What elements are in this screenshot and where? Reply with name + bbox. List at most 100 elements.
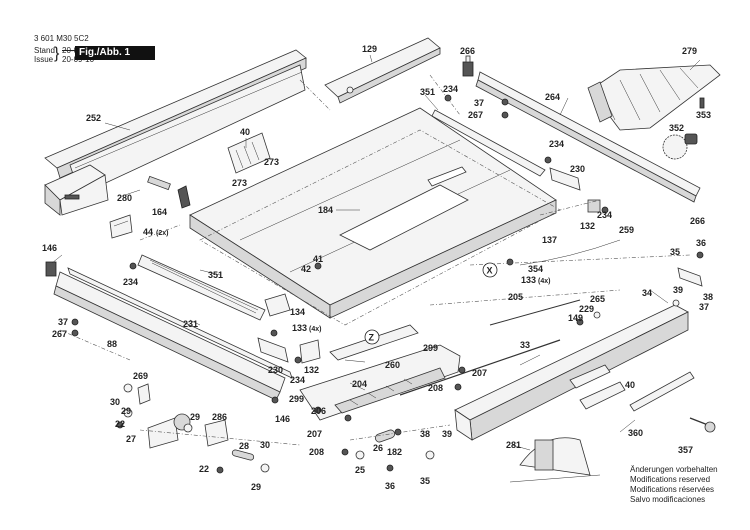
callout-36b: 36 [385, 481, 395, 491]
rail-360 [629, 371, 695, 412]
callout-230b: 230 [268, 365, 283, 375]
callout-88: 88 [107, 339, 117, 349]
callout-34: 34 [642, 288, 652, 298]
callout-230: 230 [570, 164, 585, 174]
callout-353: 353 [696, 110, 711, 120]
bracket-134 [264, 293, 291, 317]
part-number: 3 601 M30 5C2 [34, 34, 89, 43]
callout-41: 41 [313, 254, 323, 264]
callout-44-qty: (2x) [156, 230, 168, 237]
table-top [189, 107, 557, 319]
callout-352: 352 [669, 123, 684, 133]
clip-266-top [462, 55, 474, 77]
callout-27: 27 [126, 434, 136, 444]
part-353 [699, 97, 705, 109]
callouts: 252 129 266 279 351 234 37 267 264 353 3… [42, 44, 713, 492]
fasteners [71, 94, 704, 474]
callout-33: 33 [520, 340, 530, 350]
callout-266b: 266 [690, 216, 705, 226]
callout-279: 279 [682, 46, 697, 56]
clamp-assembly [137, 383, 229, 449]
callout-234c: 234 [597, 210, 612, 220]
callout-39b: 39 [442, 429, 452, 439]
clip-132-lower [299, 339, 321, 364]
callout-132: 132 [580, 221, 595, 231]
callout-351b: 351 [208, 270, 223, 280]
callout-260: 260 [385, 360, 400, 370]
front-fence-rail [53, 267, 293, 401]
callout-37: 37 [474, 98, 484, 108]
callout-25: 25 [355, 465, 365, 475]
riving-blade [662, 133, 698, 160]
callout-30: 30 [110, 397, 120, 407]
bracket-44 [109, 214, 133, 239]
callout-35: 35 [670, 247, 680, 257]
figure-label: Fig./Abb. 1 [75, 46, 155, 60]
callout-182: 182 [387, 447, 402, 457]
insert-40-top [227, 132, 271, 174]
callout-133-qty: (4x) [538, 278, 550, 285]
note-de: Änderungen vorbehalten [630, 465, 718, 474]
knob-357 [689, 417, 716, 433]
callout-269: 269 [133, 371, 148, 381]
callout-133: 133 [521, 275, 536, 285]
callout-146: 146 [42, 243, 57, 253]
callout-234b: 234 [549, 139, 564, 149]
callout-37b: 37 [699, 302, 709, 312]
callout-40: 40 [240, 127, 250, 137]
callout-137: 137 [542, 235, 557, 245]
callout-36: 36 [696, 238, 706, 248]
issue-label: Issue [34, 55, 54, 64]
callout-351: 351 [420, 87, 435, 97]
lock-handle [147, 175, 191, 209]
callout-35b: 35 [420, 476, 430, 486]
callout-29: 29 [121, 406, 131, 416]
callout-206: 206 [311, 406, 326, 416]
stand-label: Stand [34, 46, 55, 55]
marker-x-circle [482, 262, 498, 278]
callout-129: 129 [362, 44, 377, 54]
callout-132b: 132 [304, 365, 319, 375]
callout-38b: 38 [420, 429, 430, 439]
top-cover-plate [324, 37, 441, 104]
callout-266: 266 [460, 46, 475, 56]
callout-133b-qty: (4x) [309, 326, 321, 333]
callout-26: 26 [373, 443, 383, 453]
note-fr: Modifications réservées [630, 485, 715, 494]
callout-22: 22 [115, 419, 125, 429]
callout-28: 28 [239, 441, 249, 451]
scale-40-lower [579, 381, 626, 410]
marker-z-label: Z [369, 333, 375, 343]
callout-29b: 29 [190, 412, 200, 422]
callout-267: 267 [468, 110, 483, 120]
callout-205: 205 [508, 292, 523, 302]
callout-29c: 29 [251, 482, 261, 492]
callout-273b: 273 [232, 178, 247, 188]
blade-guard [587, 64, 721, 131]
miter-gauge [509, 437, 601, 483]
callout-208b: 208 [309, 447, 324, 457]
callout-207b: 207 [307, 429, 322, 439]
callout-286: 286 [212, 412, 227, 422]
callout-207: 207 [472, 368, 487, 378]
callout-259: 259 [619, 225, 634, 235]
callout-234: 234 [443, 84, 458, 94]
callout-134: 134 [290, 307, 305, 317]
callout-281: 281 [506, 440, 521, 450]
modification-notes: Änderungen vorbehalten Modifications res… [630, 465, 718, 505]
callout-264: 264 [545, 92, 560, 102]
callout-280: 280 [117, 193, 132, 203]
clip-146-left [45, 261, 57, 277]
callout-37c: 37 [58, 317, 68, 327]
spacer-182 [374, 429, 396, 443]
callout-39: 39 [673, 285, 683, 295]
plate-35 [677, 267, 703, 287]
leader-lines [51, 54, 701, 451]
callout-184: 184 [318, 205, 333, 215]
note-en: Modifications reserved [630, 475, 711, 484]
plate-230-lower [257, 337, 289, 363]
right-rail-34 [454, 304, 689, 441]
callout-265: 265 [590, 294, 605, 304]
callout-354: 354 [528, 264, 543, 274]
